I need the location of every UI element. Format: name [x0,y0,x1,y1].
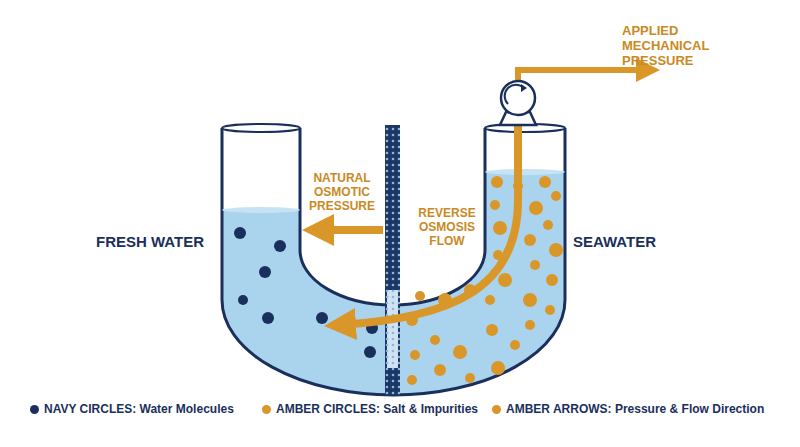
legend-item: AMBER ARROWS: Pressure & Flow Direction [492,402,764,416]
pressure-label: APPLIED MECHANICAL PRESSURE [622,24,734,69]
legend-item: NAVY CIRCLES: Water Molecules [30,402,234,416]
osmotic-pressure-label: NATURAL OSMOTIC PRESSURE [300,172,384,213]
legend-swatch [492,405,501,414]
legend-item: AMBER CIRCLES: Salt & Impurities [262,402,478,416]
legend-text: AMBER CIRCLES: Salt & Impurities [276,402,478,416]
legend-swatch [30,405,39,414]
seawater-label: SEAWATER [573,233,693,250]
flow-label: REVERSE OSMOSIS FLOW [410,207,484,248]
fresh-water-label: FRESH WATER [96,233,218,250]
legend-text: NAVY CIRCLES: Water Molecules [44,402,234,416]
legend-text: AMBER ARROWS: Pressure & Flow Direction [506,402,764,416]
legend-swatch [262,405,271,414]
